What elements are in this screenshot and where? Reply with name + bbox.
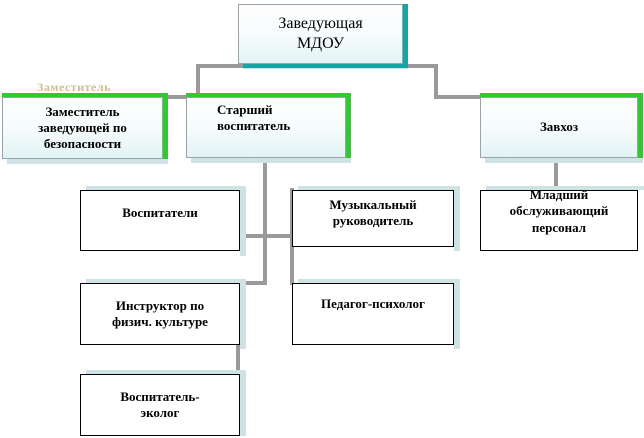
head-accent — [238, 0, 406, 4]
head-accent-bottom — [243, 64, 408, 68]
pe-instructor-label: Инструктор по физич. культуре — [112, 297, 208, 329]
music-director-node: Музыкальный руководитель — [292, 190, 454, 247]
teachers-label: Воспитатели — [122, 205, 198, 220]
pe-instructor-node: Инструктор по физич. культуре — [80, 283, 240, 345]
deputy-label: Заместитель заведующей по безопасности — [38, 103, 127, 152]
pe-shadow-side — [240, 279, 246, 349]
eco-teacher-node: Воспитатель- эколог — [80, 374, 240, 436]
deputy-accent-side — [163, 93, 168, 159]
supply-manager-label: Завхоз — [539, 119, 579, 135]
psychologist-shadow-side — [454, 279, 460, 349]
music-shadow-side — [454, 186, 460, 251]
head-label: Заведующая МДОУ — [278, 15, 363, 52]
eco-shadow-side — [240, 370, 246, 436]
supply-accent-side — [638, 93, 643, 158]
teachers-node: Воспитатели — [80, 190, 240, 251]
head-accent-side — [403, 4, 408, 66]
deputy-accent — [2, 93, 168, 97]
pe-shadow — [86, 279, 246, 283]
senior-accent — [186, 93, 351, 97]
psychologist-shadow — [298, 279, 460, 283]
deputy-ghost-label: Заместитель — [37, 80, 111, 94]
deputy-node: Заместитель заведующей по безопасности — [2, 97, 163, 159]
psychologist-label: Педагог-психолог — [321, 296, 425, 311]
eco-shadow — [86, 370, 246, 374]
eco-teacher-label: Воспитатель- эколог — [120, 388, 200, 420]
music-director-label: Музыкальный руководитель — [329, 197, 417, 229]
teachers-shadow-side — [240, 186, 246, 256]
senior-accent-side — [346, 93, 351, 158]
head-node: Заведующая МДОУ — [238, 4, 403, 64]
senior-teacher-label: Старший воспитатель — [217, 102, 291, 134]
junior-shadow — [486, 186, 644, 190]
supply-manager-node: Завхоз — [480, 97, 638, 158]
junior-staff-label: Младший обслуживающий персонал — [509, 187, 609, 235]
supply-accent — [480, 93, 643, 97]
music-shadow — [298, 186, 460, 190]
teachers-shadow — [86, 186, 246, 190]
psychologist-node: Педагог-психолог — [292, 283, 454, 345]
senior-teacher-node: Старший воспитатель — [186, 97, 346, 158]
junior-staff-node: Младший обслуживающий персонал — [480, 187, 638, 251]
